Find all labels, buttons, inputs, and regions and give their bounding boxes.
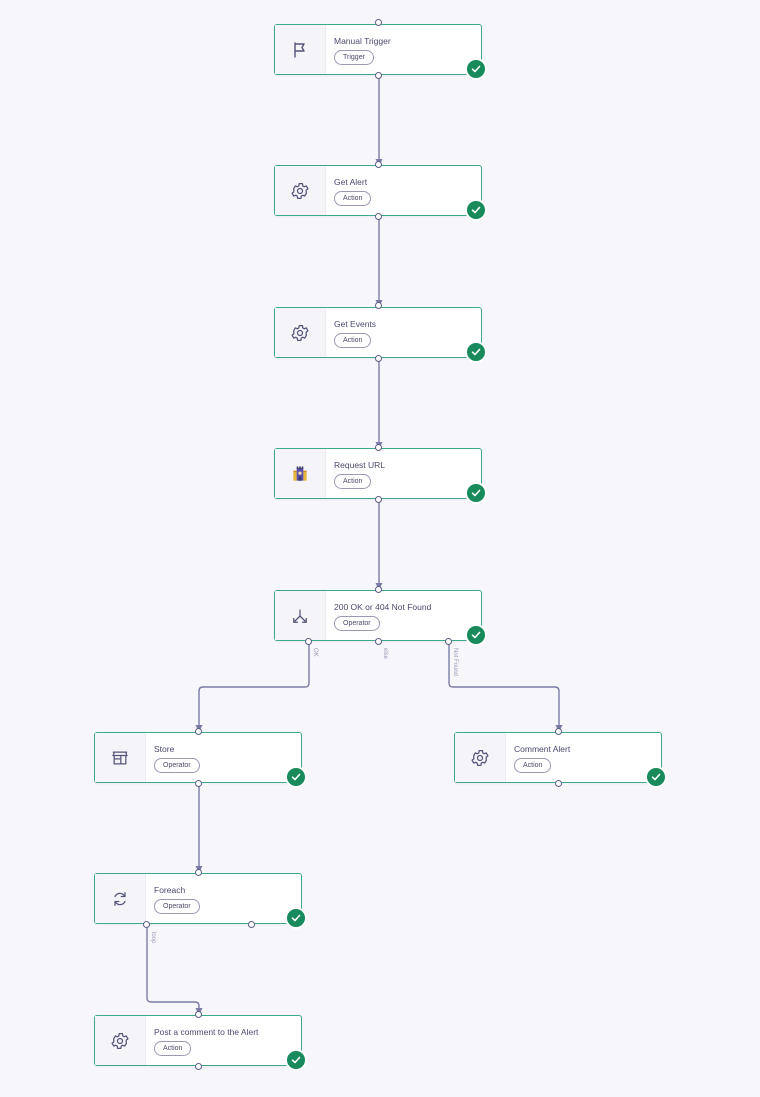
- port-label-else: else: [382, 648, 388, 660]
- node-icon-area: [95, 874, 146, 923]
- node-type-badge: Trigger: [334, 50, 374, 65]
- output-port[interactable]: [375, 213, 382, 220]
- node-icon-area: [275, 166, 326, 215]
- node-title: Post a comment to the Alert: [154, 1027, 259, 1037]
- loop-icon: [114, 891, 126, 906]
- output-port[interactable]: [375, 72, 382, 79]
- node-store[interactable]: Store Operator: [94, 732, 307, 788]
- node-type-badge: Action: [334, 474, 372, 489]
- node-title: Manual Trigger: [334, 36, 391, 46]
- node-type-badge: Action: [514, 758, 552, 773]
- port-label-loop: loop: [150, 932, 156, 944]
- success-check-icon: [285, 766, 307, 788]
- node-icon-area: [275, 308, 326, 357]
- port-label-ok: OK: [312, 648, 318, 657]
- port-label-not-found: Not Found: [452, 648, 458, 677]
- input-port[interactable]: [375, 586, 382, 593]
- node-icon-area: [95, 1016, 146, 1065]
- node-branch[interactable]: 200 OK or 404 Not Found Operator: [274, 590, 487, 646]
- gear-icon: [111, 1032, 129, 1049]
- output-port[interactable]: [555, 780, 562, 787]
- input-port[interactable]: [195, 869, 202, 876]
- success-check-icon: [465, 624, 487, 646]
- store-icon: [112, 751, 128, 764]
- success-check-icon: [285, 1049, 307, 1071]
- node-title: Foreach: [154, 885, 186, 895]
- node-title: Comment Alert: [514, 744, 571, 754]
- node-type-badge: Action: [154, 1041, 192, 1056]
- input-port[interactable]: [375, 19, 382, 26]
- output-port[interactable]: [195, 1063, 202, 1070]
- output-port[interactable]: [375, 355, 382, 362]
- node-type-badge: Operator: [154, 899, 200, 914]
- flag-icon: [294, 41, 305, 58]
- node-foreach[interactable]: Foreach Operator: [94, 873, 307, 929]
- node-title: 200 OK or 404 Not Found: [334, 602, 432, 612]
- output-port-done[interactable]: [248, 921, 255, 928]
- edge-loop-to-post-comment: [146, 925, 200, 1010]
- input-port[interactable]: [375, 444, 382, 451]
- output-port[interactable]: [375, 496, 382, 503]
- input-port[interactable]: [195, 1011, 202, 1018]
- node-icon-area: [275, 25, 326, 74]
- node-title: Get Events: [334, 319, 377, 329]
- node-manual-trigger[interactable]: Manual Trigger Trigger: [274, 24, 487, 80]
- input-port[interactable]: [375, 302, 382, 309]
- node-type-badge: Operator: [334, 616, 380, 631]
- castle-icon: [293, 466, 307, 481]
- node-type-badge: Action: [334, 191, 372, 206]
- edge-not-found-to-comment-alert: [448, 642, 560, 727]
- node-title: Get Alert: [334, 177, 368, 187]
- output-port-else[interactable]: [375, 638, 382, 645]
- node-post-comment[interactable]: Post a comment to the Alert Action: [94, 1015, 307, 1071]
- edge-ok-to-store: [198, 642, 310, 727]
- node-get-events[interactable]: Get Events Action: [274, 307, 487, 363]
- gear-icon: [291, 324, 309, 341]
- node-get-alert[interactable]: Get Alert Action: [274, 165, 487, 221]
- input-port[interactable]: [375, 161, 382, 168]
- success-check-icon: [285, 907, 307, 929]
- output-port-not-found[interactable]: [445, 638, 452, 645]
- input-port[interactable]: [555, 728, 562, 735]
- input-port[interactable]: [195, 728, 202, 735]
- success-check-icon: [645, 766, 667, 788]
- node-icon-area: [95, 733, 146, 782]
- node-icon-area: [275, 591, 326, 640]
- success-check-icon: [465, 58, 487, 80]
- node-title: Request URL: [334, 460, 386, 470]
- output-port-ok[interactable]: [305, 638, 312, 645]
- node-comment-alert[interactable]: Comment Alert Action: [454, 732, 667, 788]
- node-type-badge: Operator: [154, 758, 200, 773]
- gear-icon: [471, 749, 489, 766]
- success-check-icon: [465, 482, 487, 504]
- node-icon-area: [455, 733, 506, 782]
- node-title: Store: [154, 744, 175, 754]
- gear-icon: [291, 182, 309, 199]
- fork-icon: [293, 609, 307, 623]
- node-icon-area: [275, 449, 326, 498]
- node-request-url[interactable]: Request URL Action: [274, 448, 487, 504]
- output-port-loop[interactable]: [143, 921, 150, 928]
- output-port[interactable]: [195, 780, 202, 787]
- success-check-icon: [465, 341, 487, 363]
- node-type-badge: Action: [334, 333, 372, 348]
- success-check-icon: [465, 199, 487, 221]
